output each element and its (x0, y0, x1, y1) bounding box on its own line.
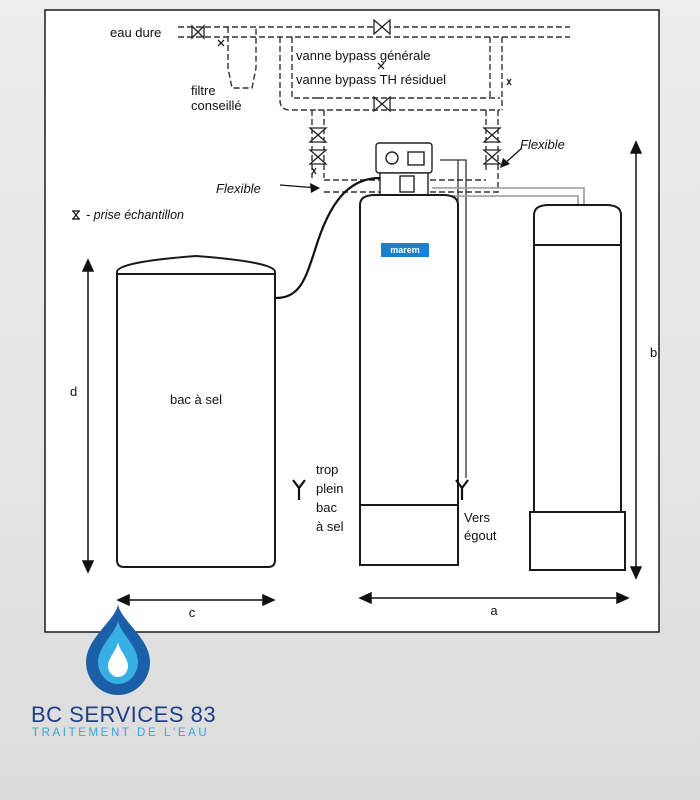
label-vers: Vers (464, 510, 491, 525)
label-filtre: filtre (191, 83, 216, 98)
dim-label-c: c (189, 605, 196, 620)
label-plein: plein (316, 481, 343, 496)
sample-tap-legend-icon (72, 210, 80, 220)
flexible-arrowhead-left (310, 183, 320, 193)
brand-badge (381, 243, 429, 257)
label-flexible-right: Flexible (520, 137, 565, 152)
logo-company-name: BC SERVICES 83 (31, 702, 217, 727)
label-eau-dure: eau dure (110, 25, 161, 40)
bc-services-logo (86, 604, 150, 695)
brine-flexible-hose (274, 176, 381, 300)
flexible-arrowhead-right (500, 158, 510, 168)
dim-label-d: d (70, 384, 77, 399)
dimension-arrows (81, 140, 643, 607)
flexible-arrow-right (503, 147, 523, 165)
label-vanne-bypass-th: vanne bypass TH résiduel (296, 72, 446, 87)
dim-label-a: a (490, 603, 498, 618)
dim-label-b: b (650, 345, 657, 360)
label-conseille: conseillé (191, 98, 242, 113)
label-prise-echantillon: - prise échantillon (86, 208, 184, 222)
label-flexible-left: Flexible (216, 181, 261, 196)
brand-text: marem (390, 245, 420, 255)
tank-connection-pipe (432, 187, 585, 206)
softener-tank (359, 194, 459, 566)
valve-symbols (191, 18, 502, 165)
control-head (375, 142, 433, 196)
bypass-piping (178, 26, 570, 193)
label-bac-a-sel: bac à sel (170, 392, 222, 407)
sample-tap-markers (217, 39, 512, 175)
label-egout: égout (464, 528, 497, 543)
drain-symbol (455, 479, 469, 500)
overflow-symbol (292, 479, 306, 500)
logo-tagline: TRAITEMENT DE L'EAU (32, 727, 210, 739)
second-tank (529, 204, 626, 571)
brine-tank (116, 254, 276, 568)
label-vanne-bypass-generale: vanne bypass générale (296, 48, 430, 63)
label-bac: bac (316, 500, 337, 515)
label-a-sel: à sel (316, 519, 344, 534)
label-trop: trop (316, 462, 338, 477)
water-drop-inner-icon (108, 642, 128, 677)
